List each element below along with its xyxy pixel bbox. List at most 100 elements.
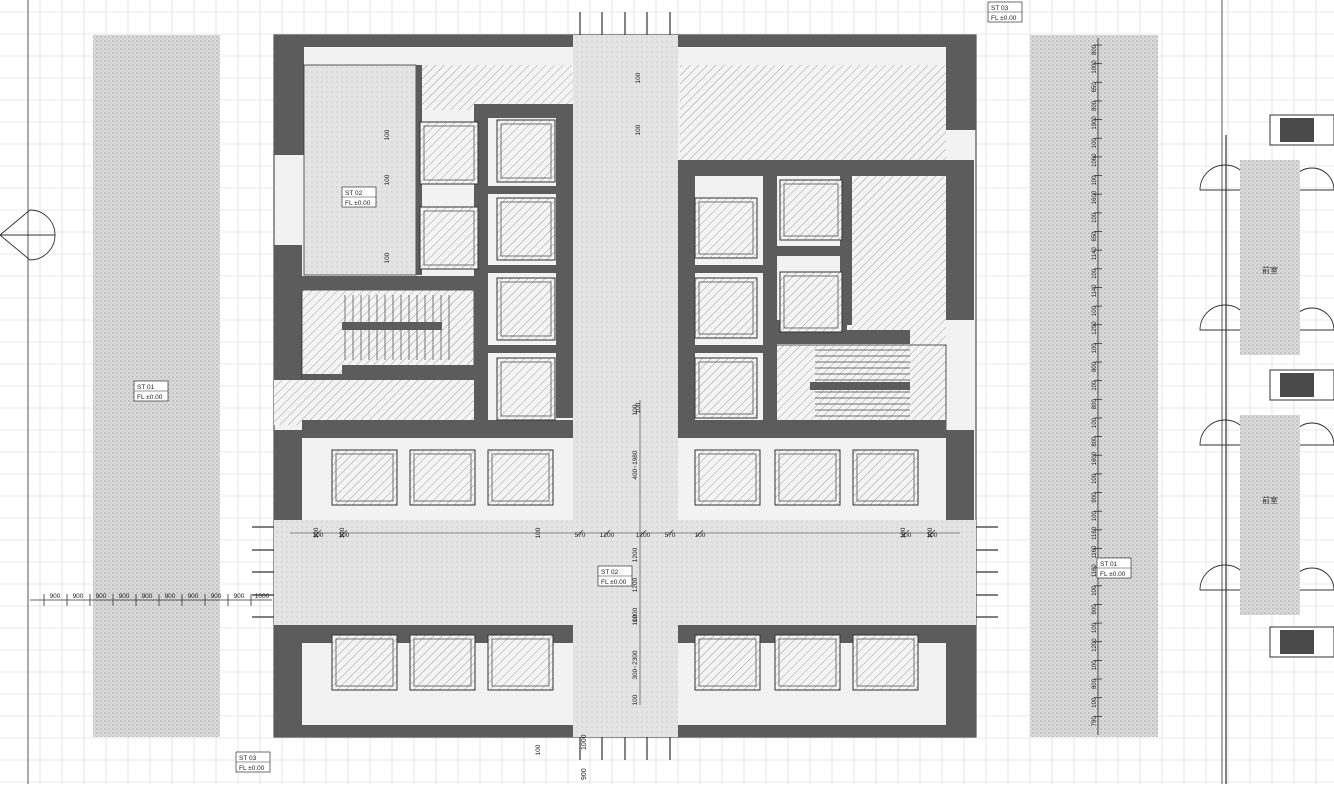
dim-text: 1200: [632, 577, 639, 592]
dim-text: 100: [1092, 212, 1098, 223]
elevator-car-inner: [423, 210, 475, 266]
dim-text: 100: [384, 252, 391, 263]
dim-text: 900: [73, 593, 84, 600]
dim-text: 800: [1092, 678, 1098, 689]
dim-text: 1900: [1092, 116, 1098, 130]
elevator-car: [331, 634, 398, 691]
dim-text: 900: [119, 593, 130, 600]
outer-walls: [274, 35, 976, 737]
dim-text: 100: [1092, 268, 1098, 279]
elevator-car-inner: [335, 453, 394, 502]
svg-text:FL ±0.00: FL ±0.00: [601, 579, 627, 586]
svg-text:ST 01: ST 01: [1100, 561, 1118, 568]
dim-text: 100: [1092, 380, 1098, 391]
elevator-car-inner: [698, 361, 754, 415]
elevator-car: [419, 206, 479, 270]
dim-tick: [340, 529, 348, 537]
dim-text: 1160: [1092, 526, 1098, 540]
elevator-car-inner: [698, 201, 754, 255]
elevator-car-inner: [698, 453, 757, 502]
hatched-area-left-mid: [274, 380, 474, 425]
dim-text: 1160: [1092, 564, 1098, 578]
dim-text: 1000: [255, 593, 270, 600]
dim-text: 100: [1092, 622, 1098, 633]
dim-text: 1600: [1092, 190, 1098, 204]
dim-text: 1200: [632, 607, 639, 622]
dim-text: 100: [927, 532, 938, 539]
svg-text:ST 03: ST 03: [239, 755, 257, 762]
dim-text: 570: [665, 532, 676, 539]
dim-text: 900: [96, 593, 107, 600]
dim-text: 900: [165, 593, 176, 600]
dim-text: 100: [339, 532, 350, 539]
svg-text:FL ±0.00: FL ±0.00: [991, 15, 1017, 22]
stair-handrail: [342, 322, 442, 330]
svg-text:FL ±0.00: FL ±0.00: [1100, 571, 1126, 578]
elevator-car-inner: [856, 453, 915, 502]
right-room-label-1: 前室: [1262, 265, 1278, 275]
right-annex: 前室 前室: [1225, 114, 1334, 784]
elevator-car-inner: [698, 281, 754, 335]
dim-text: 400~1980: [632, 450, 639, 479]
elevator-car-inner: [778, 638, 837, 687]
elevator-car: [694, 449, 761, 506]
elevator-car-inner: [698, 638, 757, 687]
dim-tick: [666, 529, 674, 537]
dim-text: 1160: [1092, 545, 1098, 559]
elevator-car-inner: [500, 281, 552, 337]
dim-text: 100: [535, 744, 542, 755]
dim-text: 300~2300: [632, 650, 639, 679]
dim-text: 800: [1092, 436, 1098, 447]
dim-text: 100: [339, 527, 346, 538]
stair-landing-right: [770, 330, 910, 344]
elevator-car: [487, 634, 554, 691]
dim-text: 900: [142, 593, 153, 600]
dim-text: 100: [384, 129, 391, 140]
elevator-car: [496, 119, 556, 183]
dim-tick: [902, 529, 910, 537]
dim-text: 100: [1092, 343, 1098, 354]
elevator-car: [496, 357, 556, 421]
dim-text: 800: [1092, 399, 1098, 410]
dim-text: 100: [900, 527, 907, 538]
dim-text: 100: [635, 124, 642, 135]
dim-text: 100: [1092, 417, 1098, 428]
stair-treads-left: [342, 295, 450, 360]
svg-text:ST 02: ST 02: [601, 569, 619, 576]
svg-text:FL ±0.00: FL ±0.00: [239, 765, 265, 772]
dim-tick: [576, 529, 584, 537]
dim-text: 1200: [1092, 638, 1098, 652]
stair-landing-left: [342, 365, 474, 380]
elevator-car-inner: [491, 638, 550, 687]
elevator-shafts: [331, 119, 919, 691]
dim-text: 1200: [632, 547, 639, 562]
elevator-car: [331, 449, 398, 506]
elevator-car-inner: [500, 123, 552, 179]
dim-text: 100: [535, 527, 542, 538]
dim-text: 900: [234, 593, 245, 600]
dim-text: 100: [384, 174, 391, 185]
dim-text: 100: [632, 404, 639, 415]
dim-text: 1290: [1092, 321, 1098, 335]
elevator-car: [774, 449, 841, 506]
dim-text: 100: [632, 614, 639, 625]
elevator-car-inner: [783, 183, 839, 237]
room-tag: ST 01 FL ±0.00: [1096, 557, 1132, 579]
dim-tick: [639, 529, 647, 537]
svg-text:FL ±0.00: FL ±0.00: [137, 394, 163, 401]
dim-text: 1140: [1092, 247, 1098, 261]
dim-text: 790: [1092, 716, 1098, 727]
elevator-car: [852, 634, 919, 691]
elevator-car-inner: [413, 638, 472, 687]
corridor-end-rails: [252, 12, 998, 760]
elevator-car: [419, 121, 479, 185]
elevator-car-inner: [335, 638, 394, 687]
elevator-car: [409, 634, 476, 691]
dim-text: 900: [211, 593, 222, 600]
hatched-area-left-top: [416, 65, 573, 110]
